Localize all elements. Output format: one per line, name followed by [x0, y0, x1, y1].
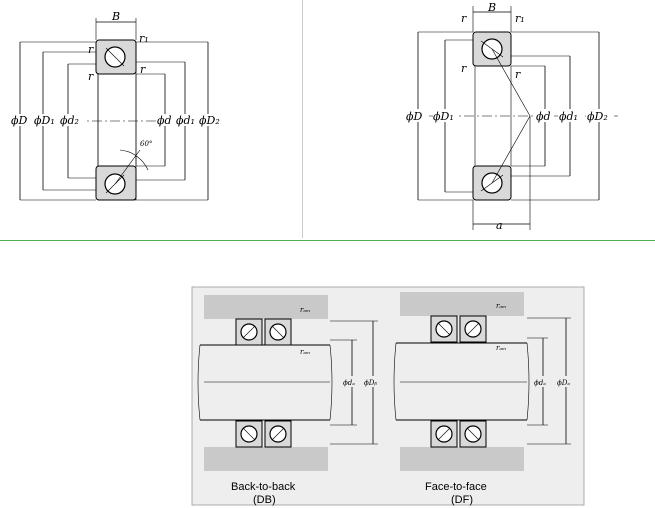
- fig2-label-r-mid-left: r: [461, 62, 467, 75]
- db-label-Db: ϕDᵦ: [364, 379, 377, 387]
- df-caption-line2: (DF): [451, 494, 473, 506]
- figure-single-bearing-left: B r₁ r r r ϕD ϕD₁ ϕd₂ ϕd ϕd₁ ϕD₂: [10, 10, 223, 201]
- df-label-r-shaft: rₐₘ: [496, 344, 506, 352]
- df-label-da: ϕdₐ: [534, 379, 546, 387]
- db-caption-line2: (DB): [253, 494, 276, 506]
- fig2-label-d1: ϕd₁: [559, 110, 578, 123]
- fig1-label-r-mid-left: r: [88, 70, 94, 83]
- fig2-label-d: ϕd: [536, 110, 551, 123]
- fig1-label-r-top: r: [88, 43, 94, 56]
- fig1-label-r-mid-right: r: [140, 63, 146, 76]
- fig2-label-r-mid-right: r: [515, 68, 521, 81]
- fig1-label-D: ϕD: [11, 114, 27, 127]
- fig1-label-B: B: [111, 10, 120, 23]
- df-caption-line1: Face-to-face: [425, 481, 487, 493]
- fig2-label-D1: ϕD₁: [433, 110, 454, 123]
- fig1-label-D2: ϕD₂: [199, 114, 220, 127]
- fig1-label-angle: 60°: [140, 140, 152, 148]
- df-arrangement: rₐₘ rₐₘ ϕdₐ ϕDₐ Face-to-face (DF): [393, 292, 573, 506]
- fig2-label-a: a: [496, 219, 503, 232]
- db-caption-line1: Back-to-back: [231, 481, 296, 493]
- fig1-label-d2: ϕd₂: [60, 114, 79, 127]
- fig1-label-D1: ϕD₁: [34, 114, 55, 127]
- fig1-label-d1: ϕd₁: [176, 114, 195, 127]
- fig2-label-r-left: r: [461, 12, 467, 25]
- fig2-label-r1: r₁: [515, 12, 525, 25]
- db-label-r-top: rₐₘ: [300, 306, 310, 314]
- fig1-label-d: ϕd: [157, 114, 172, 127]
- fig2-label-B: B: [487, 1, 496, 14]
- figure-mounting-arrangements: rₐₘ rₐₘ ϕdₐ ϕDᵦ Back-to-back (DB): [191, 286, 585, 506]
- db-arrangement: rₐₘ rₐₘ ϕdₐ ϕDᵦ Back-to-back (DB): [197, 295, 380, 506]
- fig1-label-r1: r₁: [139, 32, 149, 45]
- db-label-da: ϕdₐ: [343, 379, 355, 387]
- fig2-label-D: ϕD: [406, 110, 422, 123]
- fig2-label-D2: ϕD₂: [587, 110, 608, 123]
- df-label-Da: ϕDₐ: [557, 379, 570, 387]
- figure-single-bearing-right: B r r₁ r r ϕD ϕD₁ ϕd ϕd₁ ϕD₂ a: [405, 1, 620, 232]
- df-label-r-top: rₐₘ: [496, 302, 506, 310]
- db-label-r-shaft: rₐₘ: [300, 348, 310, 356]
